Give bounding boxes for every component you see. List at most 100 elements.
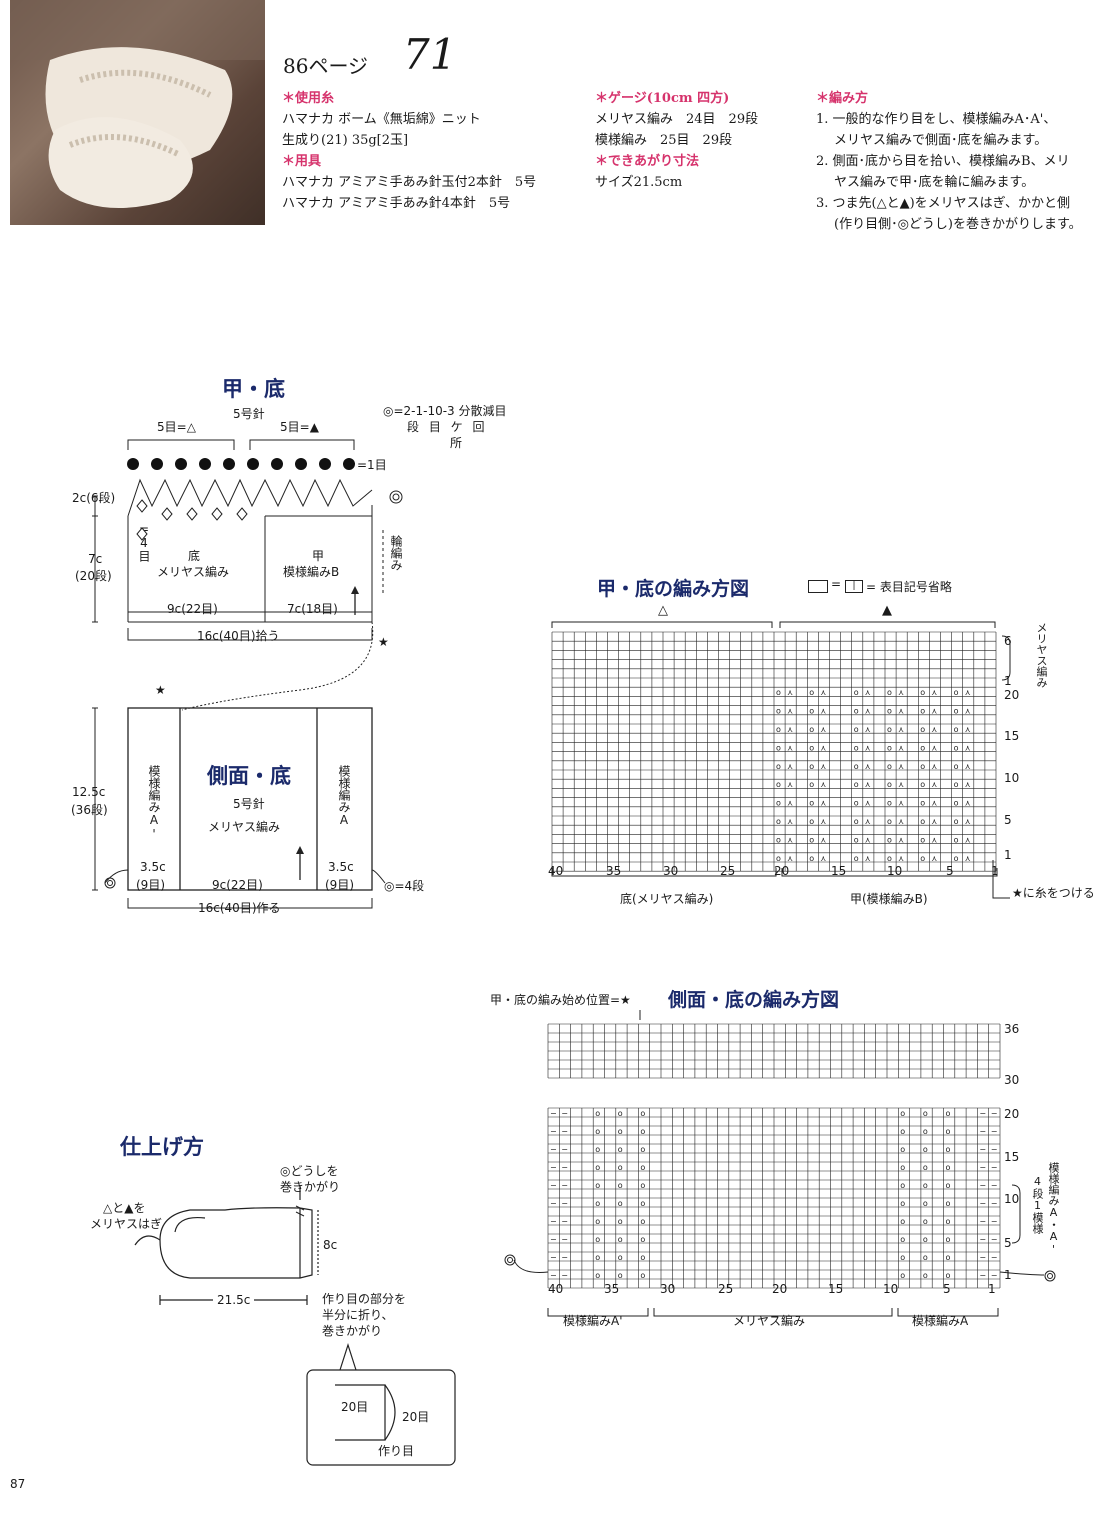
c2-purl-symbol: − [979, 1235, 986, 1244]
c1-yo-symbol: o [954, 835, 959, 844]
c1-dec-symbol: ⋏ [820, 835, 826, 844]
c2-purl-symbol: − [561, 1271, 568, 1280]
c2-yo-symbol: o [900, 1127, 905, 1136]
c1-yo-symbol: o [776, 817, 781, 826]
c1-dec-symbol: ⋏ [820, 725, 826, 734]
c1-yo-symbol: o [920, 817, 925, 826]
c1-yo-symbol: o [854, 707, 859, 716]
height-36-rows: (36段) [71, 803, 108, 817]
method-step1b: メリヤス編みで側面･底を編みます。 [834, 133, 1048, 148]
width-9st-right: (9目) [325, 878, 354, 892]
c2-purl-symbol: − [550, 1109, 557, 1118]
c1-yo-symbol: o [887, 835, 892, 844]
c1-y-5: 5 [1004, 813, 1012, 827]
chart1-filled-tri: ▲ [882, 603, 892, 618]
one-stitch-label: =1目 [357, 458, 387, 472]
c2-x-25: 25 [718, 1282, 734, 1296]
c2-purl-symbol: − [991, 1253, 998, 1262]
c2-bottom-left: 模様編みA' [563, 1314, 623, 1328]
c1-dec-symbol: ⋏ [787, 780, 793, 789]
c1-yo-symbol: o [854, 817, 859, 826]
c2-right-label2: 4段1模様 [1031, 1175, 1044, 1234]
finish-length: 21.5c [213, 1293, 255, 1307]
c1-dec-symbol: ⋏ [865, 688, 871, 697]
c1-dec-symbol: ⋏ [787, 743, 793, 752]
finishing-title: 仕上げ方 [120, 1135, 204, 1159]
c1-x-1: 1 [991, 864, 999, 878]
sokumen-title: 側面・底 [207, 764, 291, 788]
c1-dec-symbol: ⋏ [865, 762, 871, 771]
c1-dec-symbol: ⋏ [898, 854, 904, 863]
c1-yo-symbol: o [920, 743, 925, 752]
c2-purl-symbol: − [991, 1217, 998, 1226]
c1-yo-symbol: o [809, 780, 814, 789]
height-2c: 2c(6段) [72, 491, 116, 505]
c1-yo-symbol: o [854, 725, 859, 734]
c2-yo-symbol: o [923, 1253, 928, 1262]
c1-yo-symbol: o [776, 743, 781, 752]
c1-yo-symbol: o [920, 835, 925, 844]
size-heading: ＊できあがり寸法 [595, 154, 700, 169]
c1-yo-symbol: o [854, 743, 859, 752]
finish-note1: ◎どうしを [280, 1164, 339, 1178]
c2-x-5: 5 [943, 1282, 951, 1296]
eq4-rows: ◎=4段 [384, 879, 425, 893]
c2-yo-symbol: o [900, 1235, 905, 1244]
c1-yo-symbol: o [954, 799, 959, 808]
soko-label: 底 [188, 549, 201, 563]
c2-yo-symbol: o [923, 1235, 928, 1244]
yarn-line2: 生成り(21) 35g[2玉] [282, 133, 409, 148]
c2-yo-symbol: o [595, 1271, 600, 1280]
c1-yo-symbol: o [776, 799, 781, 808]
blank-cell-icon [808, 580, 828, 593]
kou-stitch: 模様編みB [283, 565, 340, 579]
finish-note3a: 作り目の部分を [322, 1292, 407, 1306]
method-step2a: 2. 側面･底から目を拾い、模様編みB、メリ [816, 154, 1070, 169]
c2-yo-symbol: o [946, 1235, 951, 1244]
height-12-5c: 12.5c [72, 785, 106, 799]
c1-yo-symbol: o [920, 688, 925, 697]
c1-x-40: 40 [548, 864, 564, 878]
c1-dec-symbol: ⋏ [931, 725, 937, 734]
c1-x-20: 20 [774, 864, 790, 878]
decrease-legend-units: 段 目 ケ 回 [407, 420, 488, 434]
c1-dec-symbol: ⋏ [931, 780, 937, 789]
kou-soko-needle: 5号針 [233, 407, 265, 421]
c1-dec-symbol: ⋏ [898, 688, 904, 697]
c1-dec-symbol: ⋏ [965, 854, 971, 863]
gauge-line2: 模様編み 25目 29段 [595, 133, 733, 148]
c2-yo-symbol: o [640, 1217, 645, 1226]
c2-purl-symbol: − [991, 1145, 998, 1154]
finish-note1b: 巻きかがり [280, 1180, 341, 1194]
c1-dec-symbol: ⋏ [820, 688, 826, 697]
c1-dec-symbol: ⋏ [865, 854, 871, 863]
c1-dec-symbol: ⋏ [898, 743, 904, 752]
five-st-filled-tri: 5目=▲ [280, 420, 319, 434]
gauge-block: ＊ゲージ(10cm 四方) メリヤス編み 24目 29段 模様編み 25目 29… [595, 88, 805, 193]
c1-yo-symbol: o [887, 725, 892, 734]
c1-dec-symbol: ⋏ [931, 799, 937, 808]
c1-dec-symbol: ⋏ [898, 725, 904, 734]
c1-yo-symbol: o [887, 854, 892, 863]
finish-note2b: メリヤスはぎ [90, 1217, 163, 1231]
c2-yo-symbol: o [595, 1199, 600, 1208]
gauge-heading: ＊ゲージ(10cm 四方) [595, 91, 730, 106]
inset-cast-on: 作り目 [378, 1444, 415, 1458]
c2-yo-symbol: o [595, 1181, 600, 1190]
yarn-line1: ハマナカ ボーム《無垢綿》ニット [282, 112, 481, 127]
inset-20st-b: 20目 [402, 1410, 430, 1424]
c2-y-15: 15 [1004, 1150, 1020, 1164]
c1-dec-symbol: ⋏ [820, 799, 826, 808]
c1-yo-symbol: o [854, 835, 859, 844]
finish-note3b: 半分に折り、 [322, 1308, 394, 1322]
chart2-title: 側面・底の編み方図 [668, 989, 840, 1011]
c2-x-20: 20 [772, 1282, 788, 1296]
c1-dec-symbol: ⋏ [787, 707, 793, 716]
c2-yo-symbol: o [618, 1127, 623, 1136]
c2-yo-symbol: o [923, 1145, 928, 1154]
c1-x-30: 30 [663, 864, 679, 878]
c1-yo-symbol: o [920, 707, 925, 716]
c2-yo-symbol: o [618, 1163, 623, 1172]
c1-dec-symbol: ⋏ [931, 762, 937, 771]
width-9st-left: (9目) [136, 878, 165, 892]
